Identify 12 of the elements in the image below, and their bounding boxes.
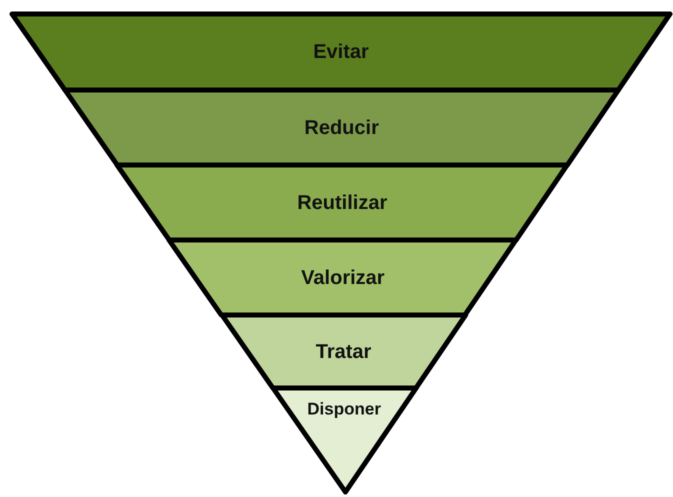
pyramid-band bbox=[166, 240, 520, 315]
pyramid-band bbox=[9, 14, 673, 90]
band-label: Valorizar bbox=[301, 266, 385, 290]
pyramid-band bbox=[114, 165, 570, 240]
band-label: Tratar bbox=[316, 340, 372, 364]
pyramid-band bbox=[62, 90, 622, 165]
band-label: Reutilizar bbox=[297, 190, 388, 216]
band-label: Evitar bbox=[313, 40, 369, 65]
pyramid-band bbox=[218, 315, 468, 388]
band-label: Reducir bbox=[304, 116, 379, 140]
pyramid-band bbox=[270, 388, 419, 492]
band-label: Disponer bbox=[307, 398, 381, 420]
